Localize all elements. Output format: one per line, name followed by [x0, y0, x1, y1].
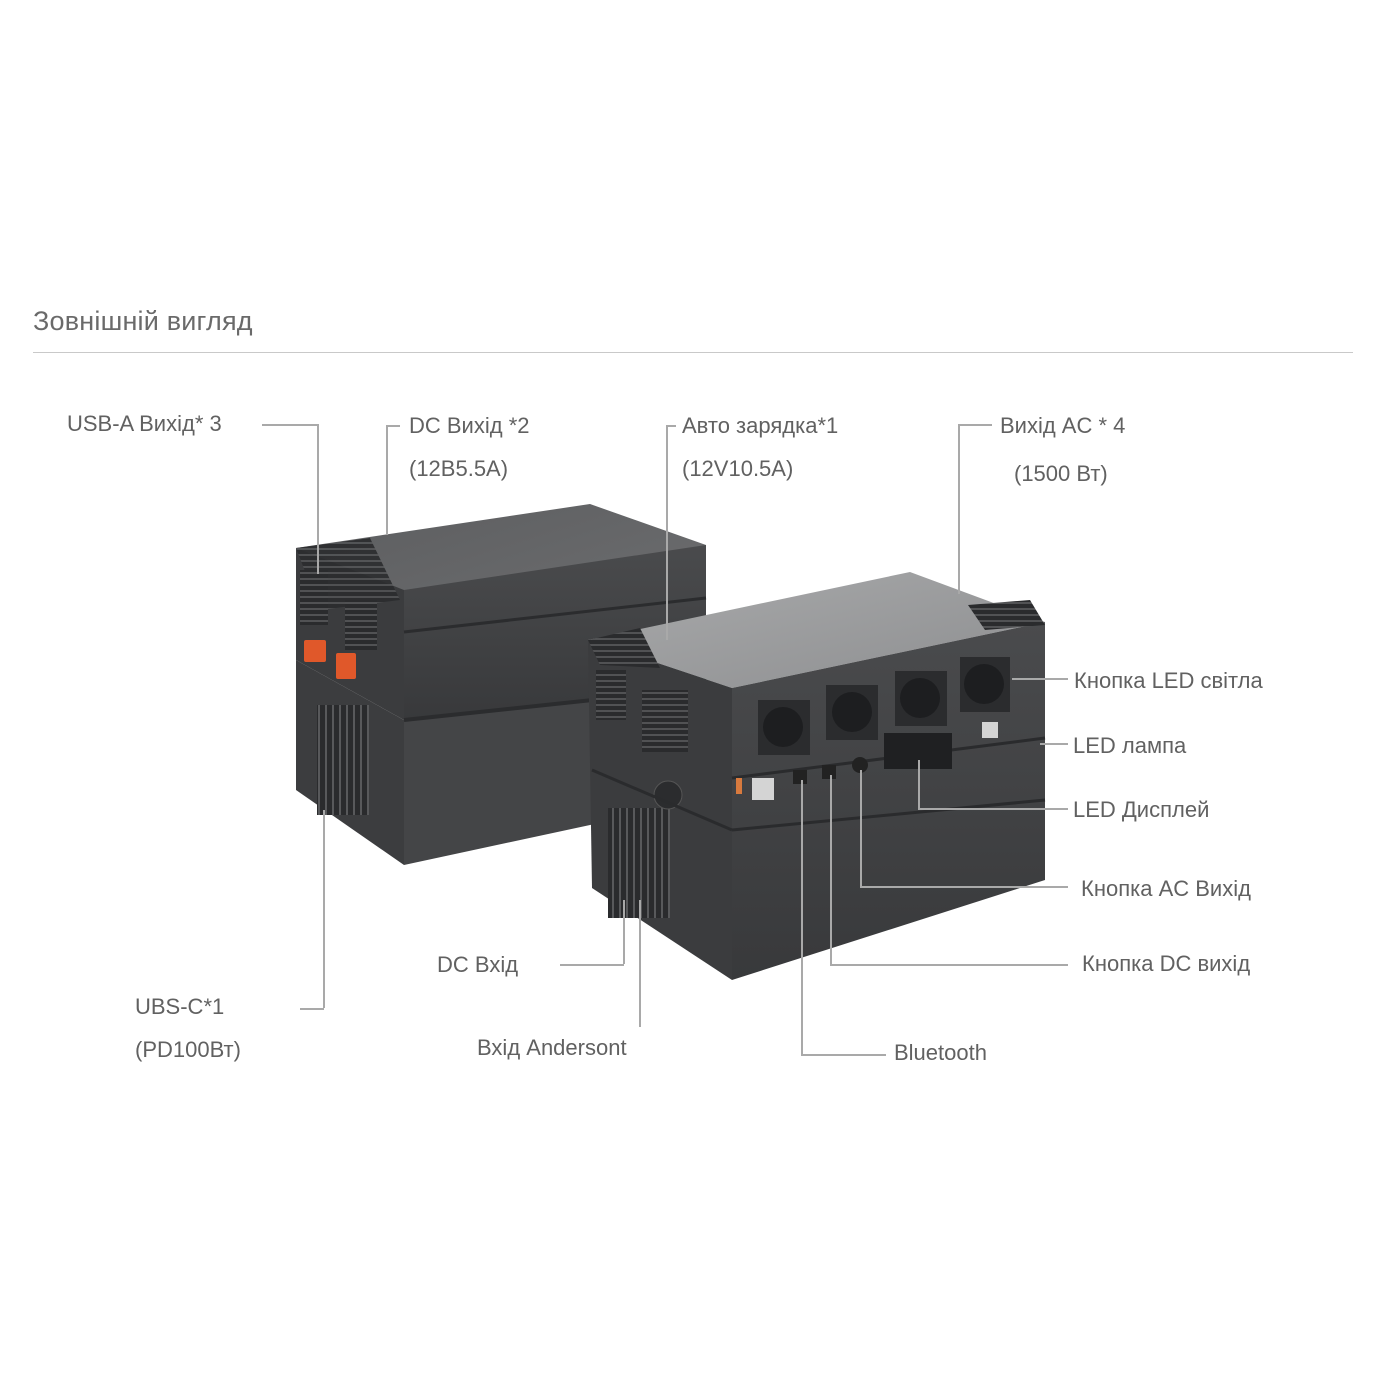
label-usb-c-spec: (PD100Вт)	[135, 1037, 241, 1062]
label-anderson-input: Вхід Andersont	[477, 1035, 627, 1060]
leader-led-button	[1012, 678, 1068, 680]
leader-usb-c-v	[323, 810, 325, 1008]
label-led-lamp: LED лампа	[1073, 733, 1187, 758]
leader-ac-out-v	[958, 424, 960, 594]
leader-usb-c	[300, 1008, 324, 1010]
leader-car-charge	[666, 425, 676, 427]
leader-anderson	[639, 900, 641, 1027]
leader-led-display-v	[918, 760, 920, 808]
leader-ac-button	[860, 886, 1068, 888]
label-usb-a-output: USB-A Вихід* 3	[67, 411, 222, 436]
label-dc-output: DC Вихід *2	[409, 413, 530, 438]
leader-dc-out-v	[386, 425, 388, 535]
leader-usb-a	[262, 424, 318, 426]
label-car-charge: Авто зарядка*1	[682, 413, 839, 438]
usb-a-port-icon	[304, 640, 326, 662]
title-divider	[33, 352, 1353, 353]
label-dc-input: DC Вхід	[437, 952, 519, 977]
leader-dc-button-v	[830, 775, 832, 964]
dc-port-icon	[336, 653, 356, 679]
label-dc-output-spec: (12В5.5А)	[409, 456, 509, 481]
label-usb-c: UBS-C*1	[135, 994, 225, 1019]
section-title: Зовнішній вигляд	[33, 306, 253, 336]
ac-sockets	[758, 657, 1010, 755]
label-car-charge-spec: (12V10.5A)	[682, 456, 794, 481]
label-bluetooth: Bluetooth	[894, 1040, 987, 1065]
leader-dc-in	[560, 964, 624, 966]
leader-bluetooth-v	[801, 780, 803, 1054]
usb-c-port-icon	[736, 778, 742, 794]
led-lamp-icon	[982, 722, 998, 738]
label-dc-output-button: Кнопка DC вихід	[1082, 951, 1251, 976]
front-unit	[588, 572, 1046, 980]
leader-dc-button	[830, 964, 1068, 966]
leader-ac-button-v	[860, 770, 862, 886]
label-ac-output-spec: (1500 Вт)	[1014, 461, 1108, 486]
leader-usb-a-v	[317, 424, 319, 574]
label-ac-output: Вихід AC * 4	[1000, 413, 1126, 438]
leader-dc-out	[386, 425, 400, 427]
usb-a-front-port-icon	[752, 778, 774, 800]
leader-car-charge-v	[666, 425, 668, 640]
leader-led-lamp	[1040, 743, 1068, 745]
leader-dc-in-v	[623, 900, 625, 964]
leader-bluetooth	[801, 1054, 886, 1056]
label-ac-output-button: Кнопка AC Вихід	[1081, 876, 1251, 901]
label-led-light-button: Кнопка LED світла	[1074, 668, 1263, 693]
anderson-port-icon	[653, 780, 683, 810]
leader-led-display	[918, 808, 1068, 810]
leader-ac-out	[958, 424, 992, 426]
label-led-display: LED Дисплей	[1073, 797, 1210, 822]
